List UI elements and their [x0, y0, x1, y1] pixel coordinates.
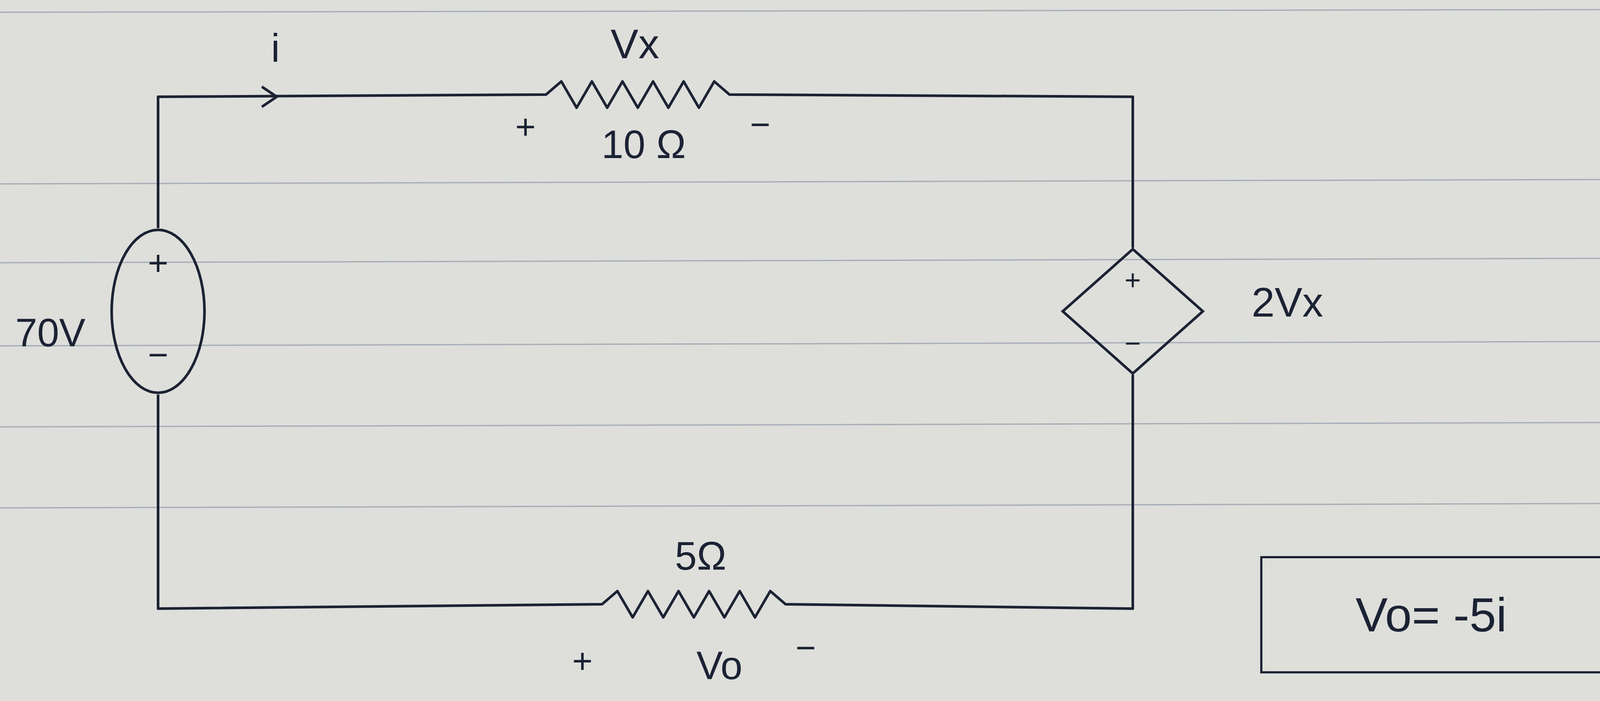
result-box: Vo= -5i: [1260, 556, 1600, 674]
circuit-label: +: [572, 643, 593, 679]
polarity-sign: −: [148, 337, 169, 373]
ruled-line: [0, 258, 1600, 263]
ruled-line: [0, 503, 1600, 508]
dependent-source: +−: [1061, 247, 1205, 375]
circuit-wire: [158, 81, 1133, 248]
circuit-label: +: [515, 109, 536, 145]
polarity-sign: −: [1124, 329, 1141, 358]
polarity-sign: +: [1124, 266, 1141, 295]
equation-text: Vo= -5i: [1355, 590, 1508, 639]
source-circle: [111, 229, 205, 393]
circuit-label: −: [750, 107, 771, 143]
ruled-line: [0, 179, 1600, 184]
ruled-line: [0, 422, 1600, 427]
diamond-outline: [1062, 249, 1203, 374]
circuit-label: Vo: [696, 645, 743, 686]
voltage-source: +−: [109, 228, 207, 395]
ruled-line: [0, 9, 1600, 13]
circuit-label: 5Ω: [674, 536, 726, 576]
polarity-sign: +: [148, 245, 169, 281]
ruled-line: [0, 341, 1600, 346]
circuit-label: 10 Ω: [601, 124, 686, 165]
circuit-label: Vx: [610, 23, 660, 65]
circuit-label: i: [271, 28, 280, 68]
circuit-label: −: [795, 630, 817, 666]
circuit-label: 70V: [15, 313, 86, 353]
circuit-label: 2Vx: [1251, 281, 1324, 324]
circuit-wire: [158, 374, 1133, 618]
